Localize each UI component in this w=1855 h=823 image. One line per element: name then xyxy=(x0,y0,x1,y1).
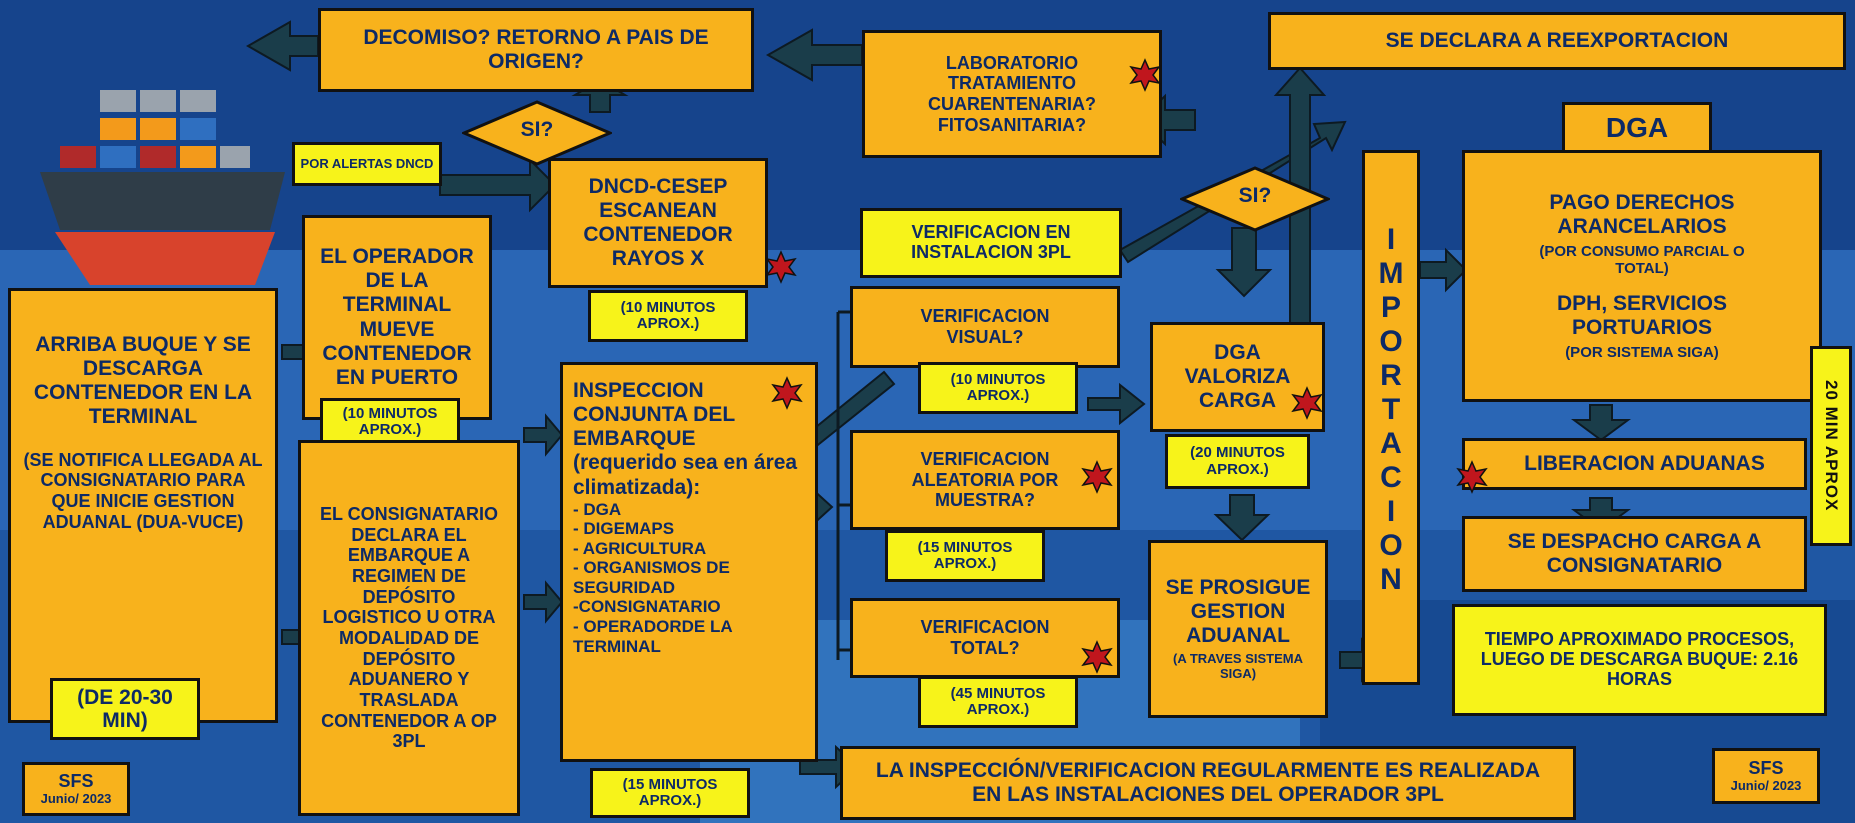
import-letter: I xyxy=(1386,495,1396,528)
import-letter: T xyxy=(1381,393,1401,426)
continue-sub: (A TRAVES SISTEMA SIGA) xyxy=(1172,651,1303,682)
footer-note-title: LA INSPECCIÓN/VERIFICACION REGULARMENTE … xyxy=(875,758,1541,806)
inspection-time: (15 MINUTOS APROX.) xyxy=(590,768,750,818)
inspection-item: - DIGEMAPS xyxy=(573,519,675,539)
consignee-box: EL CONSIGNATARIO DECLARA EL EMBARQUE A R… xyxy=(298,440,520,816)
twenty-min-badge: 20 MIN APROX xyxy=(1810,346,1852,546)
payment-box: PAGO DERECHOS ARANCELARIOS (POR CONSUMO … xyxy=(1462,150,1822,402)
seizure-box: DECOMISO? RETORNO A PAIS DE ORIGEN? xyxy=(318,8,754,92)
operator-time: (10 MINUTOS APROX.) xyxy=(320,398,460,446)
consignee-title: EL CONSIGNATARIO DECLARA EL EMBARQUE A R… xyxy=(319,503,498,752)
inspection-item: -CONSIGNATARIO xyxy=(573,597,721,617)
alerts-box: POR ALERTAS DNCD xyxy=(292,142,442,186)
ship-icon xyxy=(40,90,285,285)
payment-title-1: PAGO DERECHOS ARANCELARIOS xyxy=(1549,190,1735,238)
footer-note-box: LA INSPECCIÓN/VERIFICACION REGULARMENTE … xyxy=(840,746,1576,820)
star-icon xyxy=(1081,640,1113,674)
inspection-box: INSPECCION CONJUNTA DEL EMBARQUE (requer… xyxy=(560,362,818,762)
import-letter: C xyxy=(1380,461,1402,494)
random-box: VERIFICACION ALEATORIA POR MUESTRA? xyxy=(850,430,1120,530)
star-icon xyxy=(1081,460,1113,494)
sfs-left-badge: SFS Junio/ 2023 xyxy=(22,762,130,816)
arrival-title: ARRIBA BUQUE Y SE DESCARGA CONTENEDOR EN… xyxy=(33,333,253,429)
seizure-title: DECOMISO? RETORNO A PAIS DE ORIGEN? xyxy=(363,25,709,73)
lab-title: LABORATORIO TRATAMIENTO CUARENTENARIA? F… xyxy=(928,52,1096,135)
import-letter: R xyxy=(1380,359,1402,392)
dncd-title: DNCD-CESEP ESCANEAN CONTENEDOR RAYOS X xyxy=(583,174,733,271)
star-icon xyxy=(1291,386,1323,420)
total-time-title: TIEMPO APROXIMADO PROCESOS, LUEGO DE DES… xyxy=(1480,629,1799,689)
dga-header: DGA xyxy=(1562,102,1712,154)
random-time: (15 MINUTOS APROX.) xyxy=(885,530,1045,582)
valuation-box: DGA VALORIZA CARGA xyxy=(1150,322,1325,432)
sfs-right-badge: SFS Junio/ 2023 xyxy=(1712,748,1820,804)
inspection-item: - DGA xyxy=(573,499,622,519)
total-time-box: TIEMPO APROXIMADO PROCESOS, LUEGO DE DES… xyxy=(1452,604,1827,716)
decision-1-label: SI? xyxy=(520,118,554,141)
inspection-item: - AGRICULTURA xyxy=(573,538,707,558)
inspection-item: - OPERADORDE LA TERMINAL xyxy=(573,616,732,656)
payment-sub-1: (POR CONSUMO PARCIAL O TOTAL) xyxy=(1539,243,1745,278)
continue-title: SE PROSIGUE GESTION ADUANAL xyxy=(1165,575,1311,648)
arrival-time: (DE 20-30 MIN) xyxy=(50,678,200,740)
dga-title: DGA xyxy=(1605,111,1669,143)
arrival-note: (SE NOTIFICA LLEGADA AL CONSIGNATARIO PA… xyxy=(23,449,263,532)
sfs-right-date: Junio/ 2023 xyxy=(1730,777,1802,793)
valuation-title: DGA VALORIZA CARGA xyxy=(1184,340,1291,413)
total-title: VERIFICACION TOTAL? xyxy=(920,617,1050,658)
sfs-left-date: Junio/ 2023 xyxy=(40,790,112,806)
reexport-box: SE DECLARA A REEXPORTACION xyxy=(1268,12,1846,70)
verification-3pl-title: VERIFICACION EN INSTALACION 3PL xyxy=(911,222,1071,262)
decision-diamond-1 xyxy=(462,100,612,166)
arrival-box: ARRIBA BUQUE Y SE DESCARGA CONTENEDOR EN… xyxy=(8,288,278,723)
import-letter: P xyxy=(1380,291,1401,324)
import-letter: O xyxy=(1379,325,1403,358)
decision-2-label: SI? xyxy=(1238,184,1272,207)
sfs-right-name: SFS xyxy=(1748,757,1784,778)
import-letter: I xyxy=(1386,223,1396,256)
dncd-time: (10 MINUTOS APROX.) xyxy=(588,290,748,342)
star-icon xyxy=(765,250,797,284)
import-letter: M xyxy=(1378,257,1404,290)
decision-diamond-2 xyxy=(1180,166,1330,232)
import-letter: O xyxy=(1379,529,1403,562)
star-icon xyxy=(1456,460,1488,494)
star-icon xyxy=(771,376,803,410)
visual-title: VERIFICACION VISUAL? xyxy=(920,306,1050,347)
sfs-left-name: SFS xyxy=(58,770,94,791)
inspection-item: - ORGANISMOS DE SEGURIDAD xyxy=(573,558,730,597)
release-title: LIBERACION ADUANAS xyxy=(1524,451,1765,475)
reexport-title: SE DECLARA A REEXPORTACION xyxy=(1385,28,1729,52)
dispatch-box: SE DESPACHO CARGA A CONSIGNATARIO xyxy=(1462,516,1807,592)
import-letter: N xyxy=(1380,563,1402,596)
operator-box: EL OPERADOR DE LA TERMINAL MUEVE CONTENE… xyxy=(302,215,492,420)
valuation-time: (20 MINUTOS APROX.) xyxy=(1165,434,1310,489)
visual-time: (10 MINUTOS APROX.) xyxy=(918,362,1078,414)
total-time: (45 MINUTOS APROX.) xyxy=(918,676,1078,728)
visual-box: VERIFICACION VISUAL? xyxy=(850,286,1120,368)
dispatch-title: SE DESPACHO CARGA A CONSIGNATARIO xyxy=(1507,529,1762,577)
lab-box: LABORATORIO TRATAMIENTO CUARENTENARIA? F… xyxy=(862,30,1162,158)
operator-title: EL OPERADOR DE LA TERMINAL MUEVE CONTENE… xyxy=(320,245,474,389)
continue-box: SE PROSIGUE GESTION ADUANAL (A TRAVES SI… xyxy=(1148,540,1328,718)
payment-sub-2: (POR SISTEMA SIGA) xyxy=(1565,343,1719,361)
payment-title-2: DPH, SERVICIOS PORTUARIOS xyxy=(1557,291,1727,339)
dncd-box: DNCD-CESEP ESCANEAN CONTENEDOR RAYOS X xyxy=(548,158,768,288)
release-box: LIBERACION ADUANAS xyxy=(1462,438,1807,490)
inspection-title: INSPECCION CONJUNTA DEL EMBARQUE (requer… xyxy=(573,379,798,499)
import-letter: A xyxy=(1380,427,1402,460)
star-icon xyxy=(1129,58,1161,92)
verification-3pl-box: VERIFICACION EN INSTALACION 3PL xyxy=(860,208,1122,278)
random-title: VERIFICACION ALEATORIA POR MUESTRA? xyxy=(911,448,1059,511)
import-vertical-box: I M P O R T A C I O N xyxy=(1362,150,1420,685)
